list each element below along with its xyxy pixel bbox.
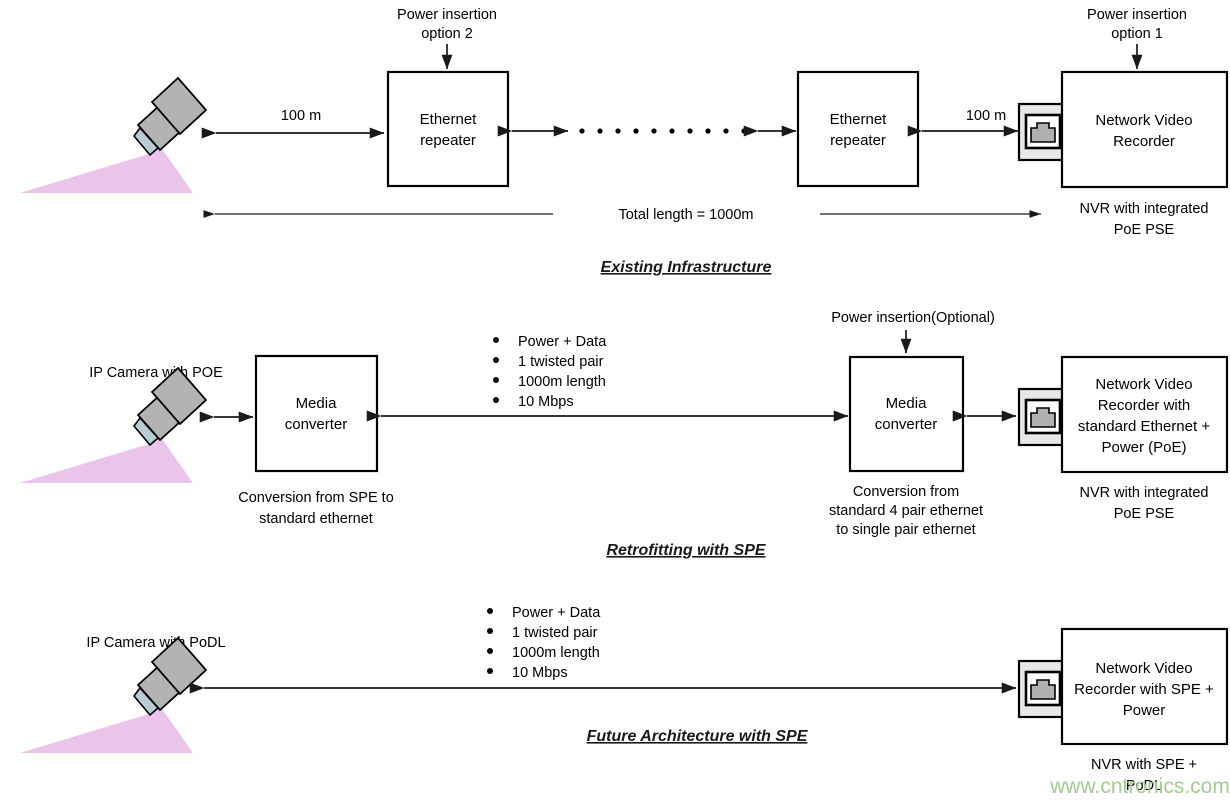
nvr-label-s3-line3: Power [1123,702,1166,719]
nvr-label-s2-line1: Network Video [1095,376,1192,393]
camera-body [150,76,208,136]
watermark-text: www.cntronics.com [1049,775,1230,798]
camera-beam [20,706,193,753]
nvr-caption-s1-line1: NVR with integrated [1080,201,1209,217]
bullet-s2-3: 10 Mbps [518,394,574,410]
camera-beam [20,436,193,483]
media-converter-2-caption-line2: standard 4 pair ethernet [829,503,983,519]
bullet-s3-0: Power + Data [512,605,601,621]
camera-body [150,636,208,696]
ellipsis-dots [579,128,747,134]
nvr-label-s2-line3: standard Ethernet + [1078,418,1210,435]
nvr-box-section2 [1060,355,1229,474]
ethernet-repeater-1-label-line2: repeater [420,132,476,149]
bullet-s2-1: 1 twisted pair [518,354,604,370]
ip-camera-icon-section2 [20,366,208,483]
nvr-caption-s2-line1: NVR with integrated [1080,485,1209,501]
nvr-label-s1-line2: Recorder [1113,133,1175,150]
media-converter-1-caption-line1: Conversion from SPE to [238,490,394,506]
ethernet-repeater-1-box [386,70,510,188]
bullet-s3-1: 1 twisted pair [512,625,598,641]
rj45-jack-icon-section3 [1017,659,1069,719]
media-converter-2-label-line1: Media [886,395,928,412]
nvr-label-s2-line2: Recorder with [1098,397,1191,414]
section-1-title: Existing Infrastructure [601,259,772,276]
ethernet-repeater-2-label-line1: Ethernet [830,111,888,128]
camera-label-section3: IP Camera with PoDL [86,635,225,651]
media-converter-2-caption-line3: to single pair ethernet [836,522,975,538]
bullet-s3-3: 10 Mbps [512,665,568,681]
nvr-box-section1 [1060,70,1229,189]
nvr-caption-s1-line2: PoE PSE [1114,222,1175,238]
span-left-label-s1: 100 m [281,108,321,124]
camera-lens-glass [132,686,160,717]
camera-beam [20,146,193,193]
nvr-caption-s2-line2: PoE PSE [1114,506,1175,522]
span-right-label-s1: 100 m [966,108,1006,124]
power-insertion-option2-label-line2: option 2 [421,26,473,42]
media-converter-2-box [848,355,965,473]
nvr-label-s3-line1: Network Video [1095,660,1192,677]
power-insertion-option1-label-line1: Power insertion [1087,7,1187,23]
camera-body [150,366,208,426]
spec-bullet-list-section2: Power + Data 1 twisted pair 1000m length… [493,334,607,410]
nvr-label-s3-line2: Recorder with SPE + [1074,681,1214,698]
media-converter-1-box [254,354,379,473]
media-converter-1-label-line1: Media [296,395,338,412]
camera-label-section2: IP Camera with POE [89,365,223,381]
media-converter-2-label-line2: converter [875,416,938,433]
nvr-label-s1-line1: Network Video [1095,112,1192,129]
bullet-s2-0: Power + Data [518,334,607,350]
ethernet-repeater-2-box [796,70,920,188]
ip-camera-icon-section1 [20,76,208,193]
ethernet-repeater-2-label-line2: repeater [830,132,886,149]
media-converter-1-caption-line2: standard ethernet [259,511,373,527]
spec-bullet-list-section3: Power + Data 1 twisted pair 1000m length… [487,605,601,681]
ip-camera-icon-section3 [20,636,208,753]
power-insertion-optional-label: Power insertion(Optional) [831,310,995,326]
bullet-s3-2: 1000m length [512,645,600,661]
nvr-label-s2-line4: Power (PoE) [1101,439,1186,456]
nvr-box-section3 [1060,627,1229,746]
media-converter-1-label-line2: converter [285,416,348,433]
nvr-caption-s3-line1: NVR with SPE + [1091,757,1197,773]
section-2-title: Retrofitting with SPE [606,542,766,559]
section-3-title: Future Architecture with SPE [587,728,809,745]
camera-lens-glass [132,126,160,157]
bullet-s2-2: 1000m length [518,374,606,390]
camera-lens-glass [132,416,160,447]
total-length-label: Total length = 1000m [618,207,753,223]
rj45-jack-icon-section2 [1017,387,1069,447]
nvr-caption-s3-line2: PoDL [1126,778,1162,794]
rj45-jack-icon-section1 [1017,102,1069,162]
power-insertion-option2-label-line1: Power insertion [397,7,497,23]
power-insertion-option1-label-line2: option 1 [1111,26,1163,42]
media-converter-2-caption-line1: Conversion from [853,484,959,500]
ethernet-repeater-1-label-line1: Ethernet [420,111,478,128]
